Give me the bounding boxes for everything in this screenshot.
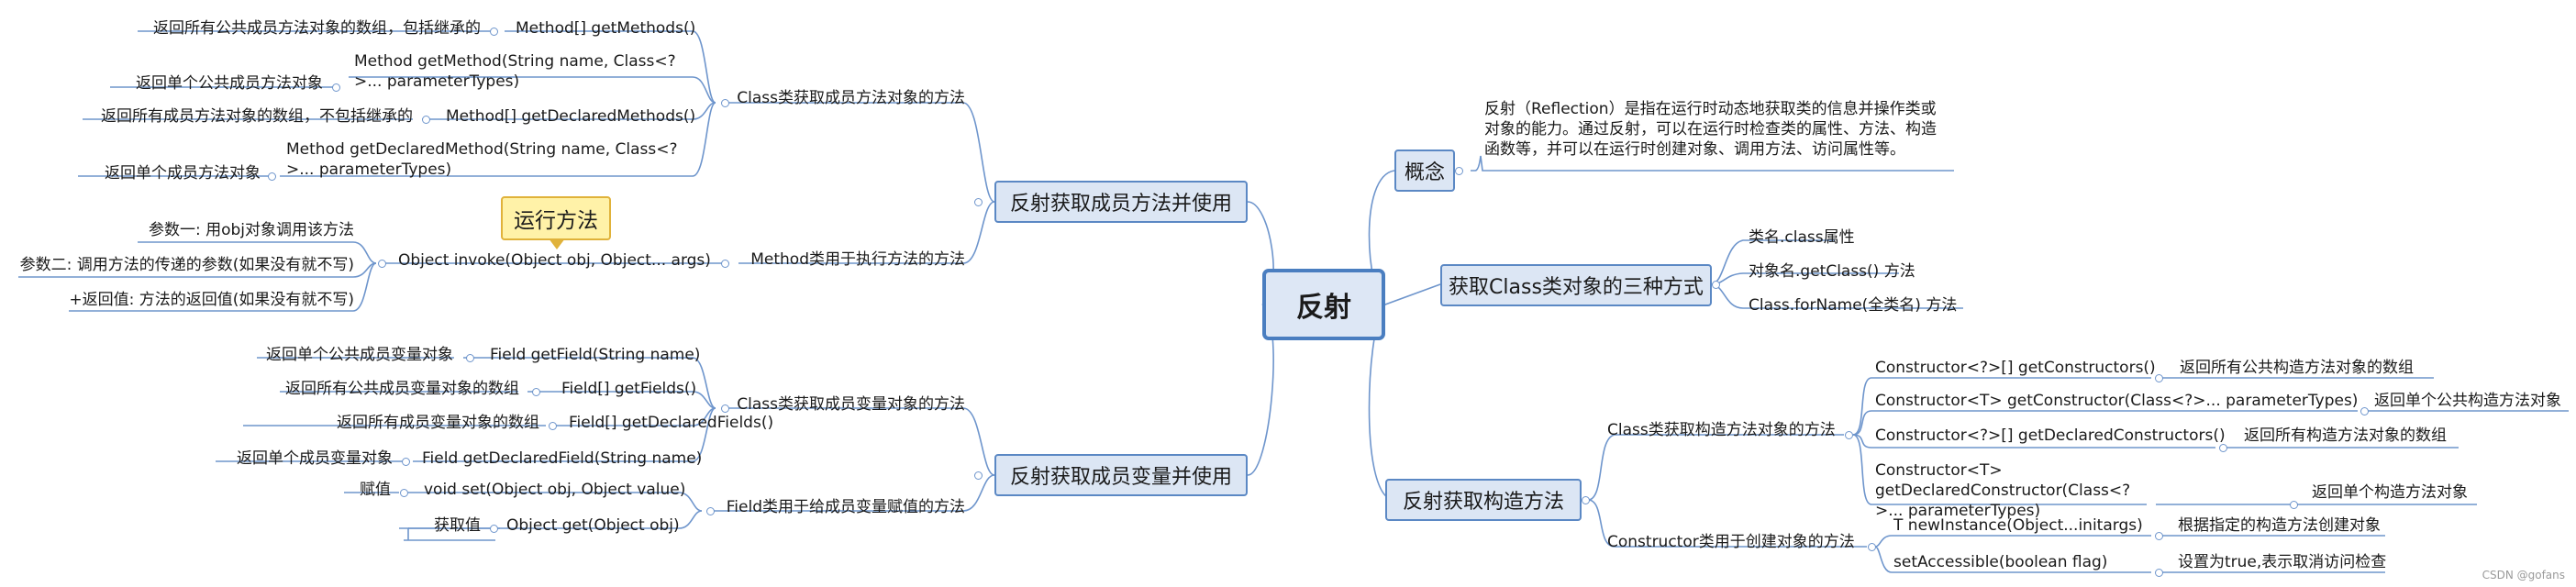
callout-note: 运行方法 (501, 196, 611, 249)
class-obj-item: 对象名.getClass() 方法 (1749, 262, 1915, 281)
branch-class-object[interactable]: 获取Class类对象的三种方式 (1440, 264, 1712, 306)
class-obj-item: Class.forName(全类名) 方法 (1749, 296, 1958, 315)
ctor-use-method: setAccessible(boolean flag) (1893, 553, 2108, 571)
collapse-dot[interactable] (422, 116, 430, 124)
method-desc: 返回单个公共成员方法对象 (136, 74, 323, 93)
branch-method[interactable]: 反射获取成员方法并使用 (994, 181, 1248, 223)
field-item: Field getDeclaredField(String name) (422, 449, 703, 468)
field-item: Field getField(String name) (490, 346, 701, 364)
collapse-dot[interactable] (532, 388, 540, 396)
collapse-dot[interactable] (2219, 444, 2227, 452)
collapse-dot[interactable] (2155, 374, 2163, 382)
branch-field[interactable]: 反射获取成员变量并使用 (994, 454, 1248, 496)
collapse-dot[interactable] (490, 28, 498, 36)
field-item: Field[] getDeclaredFields() (569, 414, 774, 432)
ctor-desc: 返回单个公共构造方法对象 (2374, 392, 2561, 410)
collapse-dot[interactable] (2155, 569, 2163, 577)
ctor-desc: 返回所有构造方法对象的数组 (2244, 426, 2447, 445)
ctor-method: Constructor<T> getDeclaredConstructor(Cl… (1875, 461, 2131, 520)
concept-text: 反射（Reflection）是指在运行时动态地获取类的信息并操作类或对象的能力。… (1484, 100, 1937, 159)
ctor-use-desc: 设置为true,表示取消访问检查 (2178, 553, 2387, 571)
collapse-dot[interactable] (721, 260, 729, 268)
field-use-group: Field类用于给成员变量赋值的方法 (726, 498, 965, 516)
collapse-dot[interactable] (1582, 496, 1590, 504)
collapse-dot[interactable] (1845, 431, 1853, 439)
collapse-dot[interactable] (706, 507, 715, 515)
ctor-get-group: Class类获取构造方法对象的方法 (1607, 421, 1836, 439)
method-item: Method getMethod(String name, Class<?>..… (354, 52, 676, 91)
class-obj-item: 类名.class属性 (1749, 228, 1855, 247)
field-get-group: Class类获取成员变量对象的方法 (737, 395, 965, 414)
collapse-dot[interactable] (2155, 532, 2163, 540)
field-desc: 返回单个公共成员变量对象 (266, 346, 453, 364)
field-item: Field[] getFields() (561, 380, 697, 398)
field-use-item: Object get(Object obj) (506, 516, 680, 535)
ctor-use-group: Constructor类用于创建对象的方法 (1607, 533, 1855, 551)
collapse-dot[interactable] (1712, 281, 1720, 289)
method-get-group: Class类获取成员方法对象的方法 (737, 89, 965, 107)
collapse-dot[interactable] (402, 458, 410, 466)
invoke-param: 参数一: 用obj对象调用该方法 (148, 221, 354, 239)
collapse-dot[interactable] (1868, 543, 1876, 551)
collapse-dot[interactable] (549, 422, 557, 430)
field-use-desc: 获取值 (434, 516, 481, 535)
method-use-group: Method类用于执行方法的方法 (750, 250, 965, 269)
collapse-dot[interactable] (974, 471, 983, 480)
collapse-dot[interactable] (400, 489, 408, 497)
collapse-dot[interactable] (2360, 407, 2369, 415)
ctor-use-desc: 根据指定的构造方法创建对象 (2178, 516, 2381, 535)
collapse-dot[interactable] (332, 83, 340, 92)
field-use-desc: 赋值 (360, 481, 391, 499)
method-desc: 返回单个成员方法对象 (105, 164, 261, 183)
method-item: Method getDeclaredMethod(String name, Cl… (286, 140, 678, 179)
method-desc: 返回所有公共成员方法对象的数组，包括继承的 (153, 19, 481, 38)
method-item: Method[] getDeclaredMethods() (446, 107, 696, 126)
field-desc: 返回所有成员变量对象的数组 (337, 414, 539, 432)
ctor-desc: 返回单个构造方法对象 (2312, 483, 2468, 502)
collapse-dot[interactable] (2290, 501, 2298, 509)
field-desc: 返回单个成员变量对象 (237, 449, 393, 468)
collapse-dot[interactable] (1455, 167, 1463, 175)
field-use-item: void set(Object obj, Object value) (424, 481, 686, 499)
collapse-dot[interactable] (721, 99, 729, 107)
branch-constructor[interactable]: 反射获取构造方法 (1385, 479, 1582, 521)
ctor-method: Constructor<T> getConstructor(Class<?>..… (1875, 392, 2359, 410)
collapse-dot[interactable] (466, 354, 474, 362)
ctor-method: Constructor<?>[] getConstructors() (1875, 359, 2156, 377)
collapse-dot[interactable] (378, 260, 386, 268)
root-node[interactable]: 反射 (1262, 269, 1385, 340)
invoke-param: 参数二: 调用方法的传递的参数(如果没有就不写) (19, 256, 354, 274)
ctor-method: Constructor<?>[] getDeclaredConstructors… (1875, 426, 2226, 445)
field-desc: 返回所有公共成员变量对象的数组 (285, 380, 519, 398)
invoke-method: Object invoke(Object obj, Object... args… (398, 251, 711, 270)
collapse-dot[interactable] (490, 525, 498, 533)
branch-concept[interactable]: 概念 (1394, 150, 1455, 192)
method-item: Method[] getMethods() (516, 19, 696, 38)
method-desc: 返回所有成员方法对象的数组，不包括继承的 (101, 107, 413, 126)
collapse-dot[interactable] (974, 198, 983, 206)
collapse-dot[interactable] (268, 172, 276, 181)
watermark: CSDN @gofans (2482, 569, 2565, 581)
ctor-use-method: T newInstance(Object...initargs) (1893, 516, 2143, 535)
ctor-desc: 返回所有公共构造方法对象的数组 (2180, 359, 2414, 377)
collapse-dot[interactable] (721, 404, 729, 413)
invoke-param: +返回值: 方法的返回值(如果没有就不写) (69, 291, 354, 309)
